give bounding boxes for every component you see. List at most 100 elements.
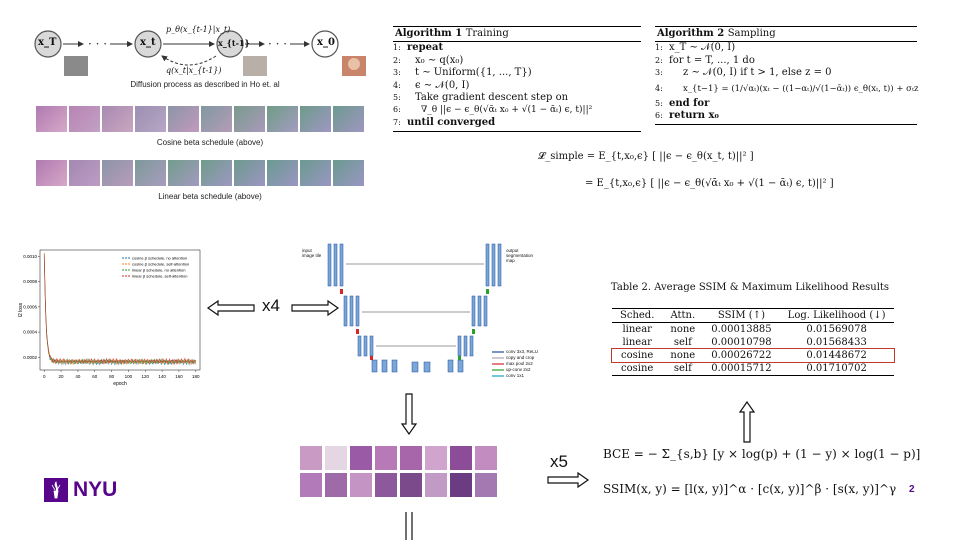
- algorithm-2-title: Algorithm 2 Sampling: [655, 26, 917, 43]
- x-axis-label: epoch: [113, 381, 127, 387]
- node-xt: [134, 30, 162, 58]
- node-xt-1: [216, 30, 244, 58]
- y-tick-label: 0.0010: [23, 254, 37, 259]
- noisy-face-thumbnail: [243, 56, 267, 76]
- table-cell: self: [673, 363, 692, 374]
- table-cell: cosine: [621, 363, 654, 374]
- table-cell: none: [670, 324, 696, 335]
- loss-simple-line2: = E_{t,x₀,ϵ} [ ||ϵ − ϵ_θ(√ᾱₜ x₀ + √(1 − …: [585, 178, 834, 189]
- table-cell: 0.00010798: [711, 337, 772, 348]
- algorithm-2-number: Algorithm 2: [657, 28, 725, 39]
- x-tick-label: 140: [158, 374, 166, 379]
- table-cell: 0.01710702: [806, 363, 867, 374]
- table-cell: self: [673, 337, 692, 348]
- linear-tile: [102, 160, 133, 186]
- node-xT: [34, 30, 62, 58]
- linear-tile: [201, 160, 232, 186]
- y-tick-label: 0.0002: [23, 355, 37, 360]
- cosine-tile: [69, 106, 100, 132]
- algo-line: 5:end for: [655, 97, 710, 109]
- series-line: [43, 253, 197, 365]
- cosine-tile: [300, 106, 331, 132]
- col-header: Log. Likelihood (↓): [787, 310, 886, 321]
- down-arrow-bottom: [401, 512, 417, 544]
- unet-output-label: output segmentation map: [506, 248, 534, 263]
- cosine-tile: [102, 106, 133, 132]
- algo-line: 3:t ∼ Uniform({1, ..., T}): [393, 67, 532, 79]
- cosine-tile: [333, 106, 364, 132]
- node-xt-1-label: x_{t-1}: [218, 38, 250, 48]
- algorithm-1-number: Algorithm 1: [395, 28, 463, 39]
- cosine-tile: [267, 106, 298, 132]
- table-cell: none: [670, 350, 696, 361]
- up-arrow: [738, 400, 756, 448]
- unet-diagram: input image tile output segmentation map…: [300, 234, 540, 384]
- svg-text:· · ·: · · ·: [88, 37, 107, 51]
- y-tick-label: 0.0004: [23, 330, 37, 335]
- legend-entry: cosine β schedule, self-attention: [132, 262, 189, 267]
- algo-line: 3:z ∼ 𝒩(0, I) if t > 1, else z = 0: [655, 67, 832, 79]
- generated-samples-grid: [300, 446, 500, 497]
- torch-icon: [44, 478, 68, 502]
- algo-line: 2:for t = T, ..., 1 do: [655, 54, 755, 66]
- algorithm-1-name: Training: [465, 28, 509, 39]
- table-header-row: Sched. Attn. SSIM (↑) Log. Likelihood (↓…: [612, 308, 894, 323]
- linear-tile: [69, 160, 100, 186]
- unet-legend-item: conv 3x3, ReLU: [506, 349, 539, 354]
- algo-line: 5:Take gradient descent step on: [393, 92, 569, 104]
- right-arrow: [546, 471, 590, 492]
- algo-line: 4:x_{t−1} = (1/√αₜ)(xₜ − ((1−αₜ)/√(1−ᾱₜ)…: [655, 83, 919, 94]
- table-cell: 0.01569078: [806, 324, 867, 335]
- col-header: SSIM (↑): [717, 310, 765, 321]
- reverse-label: q(x_t|x_{t-1}): [166, 66, 222, 75]
- cosine-tile: [36, 106, 67, 132]
- algorithm-2: Algorithm 2 Sampling 1:x_T ∼ 𝒩(0, I) 2:f…: [655, 26, 919, 126]
- x-tick-label: 100: [125, 374, 133, 379]
- x-tick-label: 160: [175, 374, 183, 379]
- node-x0: [311, 30, 339, 58]
- bce-formula: BCE = − Σ_{s,b} [y × log(p) + (1 − y) × …: [603, 447, 921, 461]
- cosine-caption: Cosine beta schedule (above): [156, 138, 264, 147]
- unet-legend-item: copy and crop: [506, 355, 535, 360]
- linear-tile: [168, 160, 199, 186]
- x4-label: x4: [262, 296, 280, 315]
- table-caption: Table 2. Average SSIM & Maximum Likeliho…: [610, 282, 890, 293]
- table-cell: 0.00013885: [711, 324, 772, 335]
- diffusion-diagram: · · · · · · x_T x_t x_{t-1} x_0 p_θ(x_{t…: [28, 25, 373, 96]
- nyu-logo-text: NYU: [73, 478, 118, 501]
- loss-simple-line1: 𝓛_simple = E_{t,x₀,ϵ} [ ||ϵ − ϵ_θ(x_t, t…: [538, 151, 754, 162]
- results-table-wrap: Sched. Attn. SSIM (↑) Log. Likelihood (↓…: [611, 308, 895, 376]
- algorithm-2-name: Sampling: [727, 28, 776, 39]
- down-arrow: [400, 392, 418, 440]
- nyu-logo: NYU: [44, 478, 117, 502]
- x-tick-label: 0: [43, 374, 46, 379]
- table-cell: 0.00015712: [711, 363, 772, 374]
- cosine-tile: [168, 106, 199, 132]
- linear-tile: [234, 160, 265, 186]
- table-cell: linear: [622, 324, 652, 335]
- node-x0-label: x_0: [317, 37, 335, 48]
- algo-line: 6:return x₀: [655, 110, 719, 122]
- x-tick-label: 60: [92, 374, 98, 379]
- table-cell: 0.00026722: [711, 350, 772, 361]
- diffusion-caption: Diffusion process as described in Ho et.…: [130, 80, 280, 89]
- col-header: Attn.: [670, 310, 696, 321]
- double-arrow-left: [206, 299, 256, 320]
- legend-entry: linear β schedule, self-attention: [132, 274, 187, 279]
- algo-line: 4:ϵ ∼ 𝒩(0, I): [393, 79, 470, 91]
- cosine-tile: [135, 106, 166, 132]
- linear-tile: [267, 160, 298, 186]
- cosine-strip: [36, 106, 364, 132]
- legend-entry: cosine β schedule, no attention: [132, 256, 187, 261]
- x-tick-label: 20: [59, 374, 65, 379]
- algo-line: 1:repeat: [393, 42, 444, 54]
- col-header: Sched.: [620, 310, 655, 321]
- linear-tile: [135, 160, 166, 186]
- unet-input-label: input image tile: [302, 248, 322, 258]
- algo-line: 2:x₀ ∼ q(x₀): [393, 54, 464, 66]
- algo-line: 6:∇_θ ||ϵ − ϵ_θ(√ᾱₜ x₀ + √(1 − ᾱₜ) ϵ, t)…: [393, 105, 593, 116]
- double-arrow-right: [290, 299, 340, 320]
